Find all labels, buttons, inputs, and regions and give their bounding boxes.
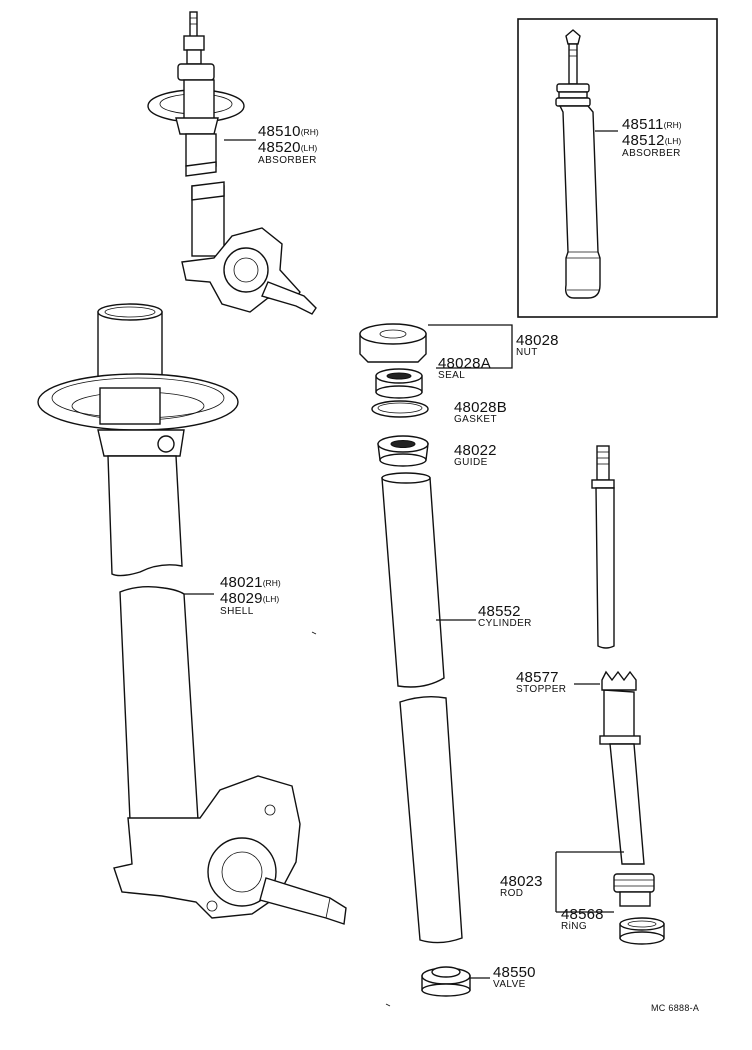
part-name: ABSORBER [258, 155, 317, 166]
part-number: 48028A [438, 355, 491, 372]
part-number: 48023 [500, 873, 543, 890]
shell-lower-drawing [113, 585, 347, 925]
guide-drawing [377, 435, 429, 467]
nut-label: 48028 NUT [516, 333, 559, 358]
part-name: NUT [516, 347, 538, 358]
part-name: RiNG [561, 921, 588, 932]
figure-code: MC 6888-A [651, 1003, 700, 1013]
part-number: 48520 [258, 139, 301, 156]
part-number: 48512 [622, 132, 665, 149]
part-number: 48511 [622, 116, 664, 133]
side-suffix: (RH) [300, 127, 319, 137]
rod-drawing [555, 445, 645, 912]
part-name: ROD [500, 888, 524, 899]
side-suffix: (RH) [663, 120, 682, 130]
part-number: 48028 [516, 332, 559, 349]
ring-drawing [556, 873, 665, 945]
part-number: 48577 [516, 669, 559, 686]
inset-absorber-drawing [555, 29, 618, 299]
part-name: VALVE [493, 979, 526, 990]
rod-label: 48023 ROD [500, 874, 543, 899]
valve-label: 48550 VALVE [493, 965, 536, 990]
cylinder-label: 48552 CYLINDER [478, 604, 532, 629]
part-name: STOPPER [516, 684, 567, 695]
side-suffix: (RH) [262, 578, 281, 588]
gasket-label: 48028B GASKET [454, 400, 507, 425]
part-number: 48550 [493, 964, 536, 981]
part-number: 48568 [561, 906, 604, 923]
part-name: GUIDE [454, 457, 488, 468]
part-name: CYLINDER [478, 618, 532, 629]
part-number: 48029 [220, 590, 263, 607]
absorber-inset-label: 48511(RH) 48512(LH) ABSORBER [622, 117, 682, 159]
stray-mark [311, 631, 317, 635]
valve-drawing [421, 966, 490, 997]
part-number: 48028B [454, 399, 507, 416]
part-number: 48022 [454, 442, 497, 459]
part-name: SHELL [220, 606, 254, 617]
gasket-drawing [371, 400, 429, 418]
stopper-drawing [574, 670, 637, 691]
front-absorber-drawing [147, 11, 317, 315]
part-number: 48510 [258, 123, 301, 140]
part-number: 48552 [478, 603, 521, 620]
cylinder-drawing [381, 472, 476, 944]
seal-drawing [375, 368, 423, 399]
guide-label: 48022 GUIDE [454, 443, 497, 468]
side-suffix: (LH) [664, 136, 682, 146]
side-suffix: (LH) [300, 143, 318, 153]
ring-label: 48568 RiNG [561, 907, 604, 932]
nut-drawing [359, 323, 513, 369]
part-name: SEAL [438, 370, 466, 381]
stopper-label: 48577 STOPPER [516, 670, 566, 695]
part-name: GASKET [454, 414, 497, 425]
inset-frame [517, 18, 718, 318]
stray-mark [385, 1003, 391, 1007]
absorber-front-label: 48510(RH) 48520(LH) ABSORBER [258, 124, 319, 166]
part-name: ABSORBER [622, 148, 681, 159]
part-number: 48021 [220, 574, 263, 591]
shell-label: 48021(RH) 48029(LH) SHELL [220, 575, 281, 617]
seal-label: 48028A SEAL [438, 356, 491, 381]
shell-upper-drawing [37, 303, 239, 577]
side-suffix: (LH) [262, 594, 280, 604]
